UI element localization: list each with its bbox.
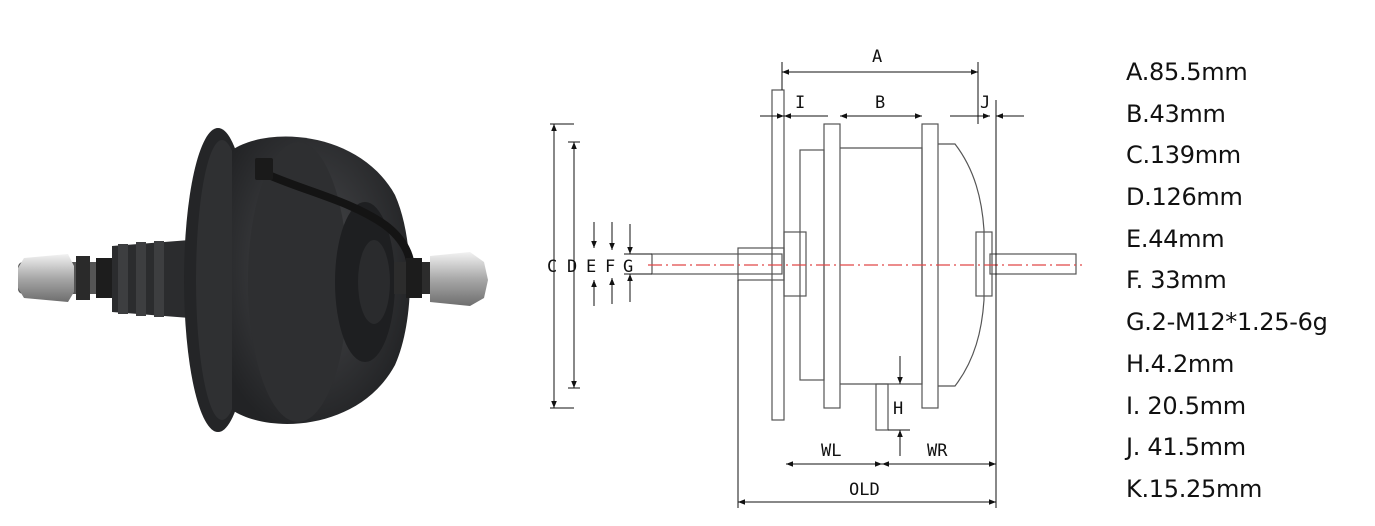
left-disc xyxy=(823,123,841,409)
cable-exit xyxy=(875,383,889,431)
technical-drawing xyxy=(651,89,1077,431)
right-shaft xyxy=(989,253,1077,275)
spec-item-e: E.44mm xyxy=(1126,224,1225,253)
spec-item-i: I. 20.5mm xyxy=(1126,391,1246,420)
right-disc xyxy=(921,123,939,409)
dim-label-b: B xyxy=(875,93,885,113)
spec-item-f: F. 33mm xyxy=(1126,266,1227,295)
dim-label-i: I xyxy=(795,93,805,113)
spec-item-a: A.85.5mm xyxy=(1126,58,1248,86)
dim-label-h: H xyxy=(893,399,903,419)
spec-item-c: C.139mm xyxy=(1126,141,1241,170)
dimension-lines xyxy=(550,62,1024,508)
dim-label-e: E xyxy=(586,257,596,277)
motor-drum xyxy=(840,147,923,385)
spec-item-j: J. 41.5mm xyxy=(1126,433,1246,462)
dim-label-wr: WR xyxy=(927,441,948,461)
dim-label-a: A xyxy=(872,47,882,67)
dim-label-wl: WL xyxy=(821,441,841,461)
dim-label-j: J xyxy=(980,93,990,113)
dimension-labels: A I B J C D E F G H WL WR OLD xyxy=(547,47,990,500)
left-axle-nut xyxy=(18,254,74,302)
hub-motor-photo xyxy=(18,128,488,432)
spec-list: A.85.5mm B.43mm C.139mm D.126mm E.44mm F… xyxy=(1126,54,1328,513)
right-axle-nut xyxy=(430,252,488,306)
dim-label-f: F xyxy=(605,257,615,277)
dim-label-d: D xyxy=(567,257,577,277)
spec-item-g: G.2-M12*1.25-6g xyxy=(1126,308,1328,337)
left-shaft xyxy=(651,253,783,275)
dim-label-c: C xyxy=(547,257,557,277)
spec-item-b: B.43mm xyxy=(1126,99,1226,128)
spec-item-k: K.15.25mm xyxy=(1126,474,1263,503)
left-washer xyxy=(76,256,90,300)
freewheel-body xyxy=(112,240,190,318)
motor-cable xyxy=(258,168,415,274)
dim-label-old: OLD xyxy=(849,480,880,500)
spec-item-d: D.126mm xyxy=(1126,183,1243,212)
dim-label-g: G xyxy=(623,257,633,277)
spec-item-h: H.4.2mm xyxy=(1126,349,1235,378)
